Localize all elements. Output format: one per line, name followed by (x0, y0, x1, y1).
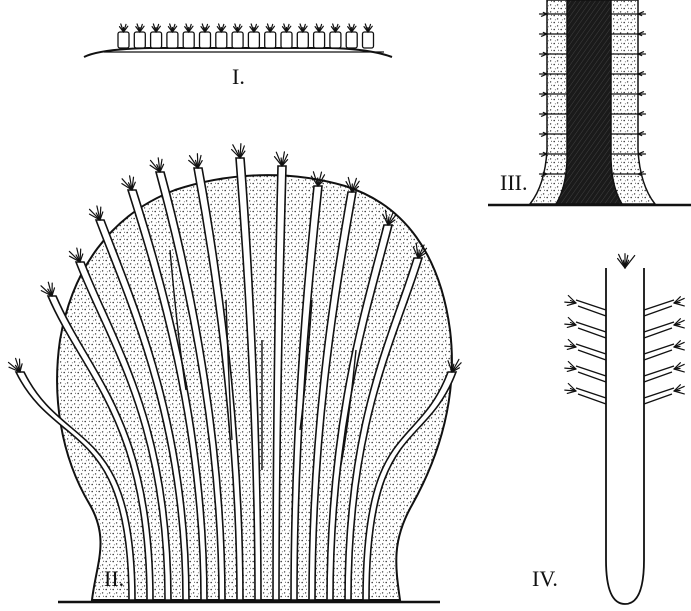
polyp-cup (134, 32, 145, 48)
figure-label-3: III. (500, 170, 527, 196)
side-polyp-left (578, 372, 606, 382)
figure-label-4: IV. (532, 566, 558, 592)
polyp-cup (200, 32, 211, 48)
polyp-cup (216, 32, 227, 48)
side-polyp-right (644, 372, 672, 382)
side-polyp-right (644, 344, 674, 354)
side-polyp-left (578, 306, 606, 316)
figure-label-1: I. (232, 64, 245, 90)
polyp-cup (330, 32, 341, 48)
polyp-cup (151, 32, 162, 48)
side-polyp-right (644, 328, 672, 338)
side-polyp-left (578, 394, 606, 404)
side-polyp-right (644, 366, 674, 376)
side-polyp-right (644, 306, 672, 316)
side-polyp-left (576, 344, 606, 354)
side-polyp-right (644, 388, 674, 398)
polyp-cup (248, 32, 259, 48)
polyp-cup (265, 32, 276, 48)
side-polyp-right (644, 350, 672, 360)
side-polyp-left (576, 366, 606, 376)
side-polyp-left (576, 300, 606, 310)
side-polyp-right (644, 300, 674, 310)
polyp-cup (183, 32, 194, 48)
side-polyp-right (644, 394, 672, 404)
polyp-cup (167, 32, 178, 48)
side-polyp-left (578, 328, 606, 338)
polyp-cup (281, 32, 292, 48)
polyp-cup (346, 32, 357, 48)
polyp-cup (363, 32, 374, 48)
polyp-cup (297, 32, 308, 48)
figure-4-single-polyp (565, 254, 685, 604)
polyp-cup (118, 32, 129, 48)
side-polyp-left (576, 322, 606, 332)
polyp-cup (314, 32, 325, 48)
figure-1-encrusting-colony (84, 24, 392, 57)
side-polyp-left (578, 350, 606, 360)
figure-label-2: II. (104, 566, 124, 592)
side-polyp-right (644, 322, 674, 332)
polyp-cup (232, 32, 243, 48)
figure-2-massive-colony (9, 144, 462, 602)
side-polyp-left (576, 388, 606, 398)
